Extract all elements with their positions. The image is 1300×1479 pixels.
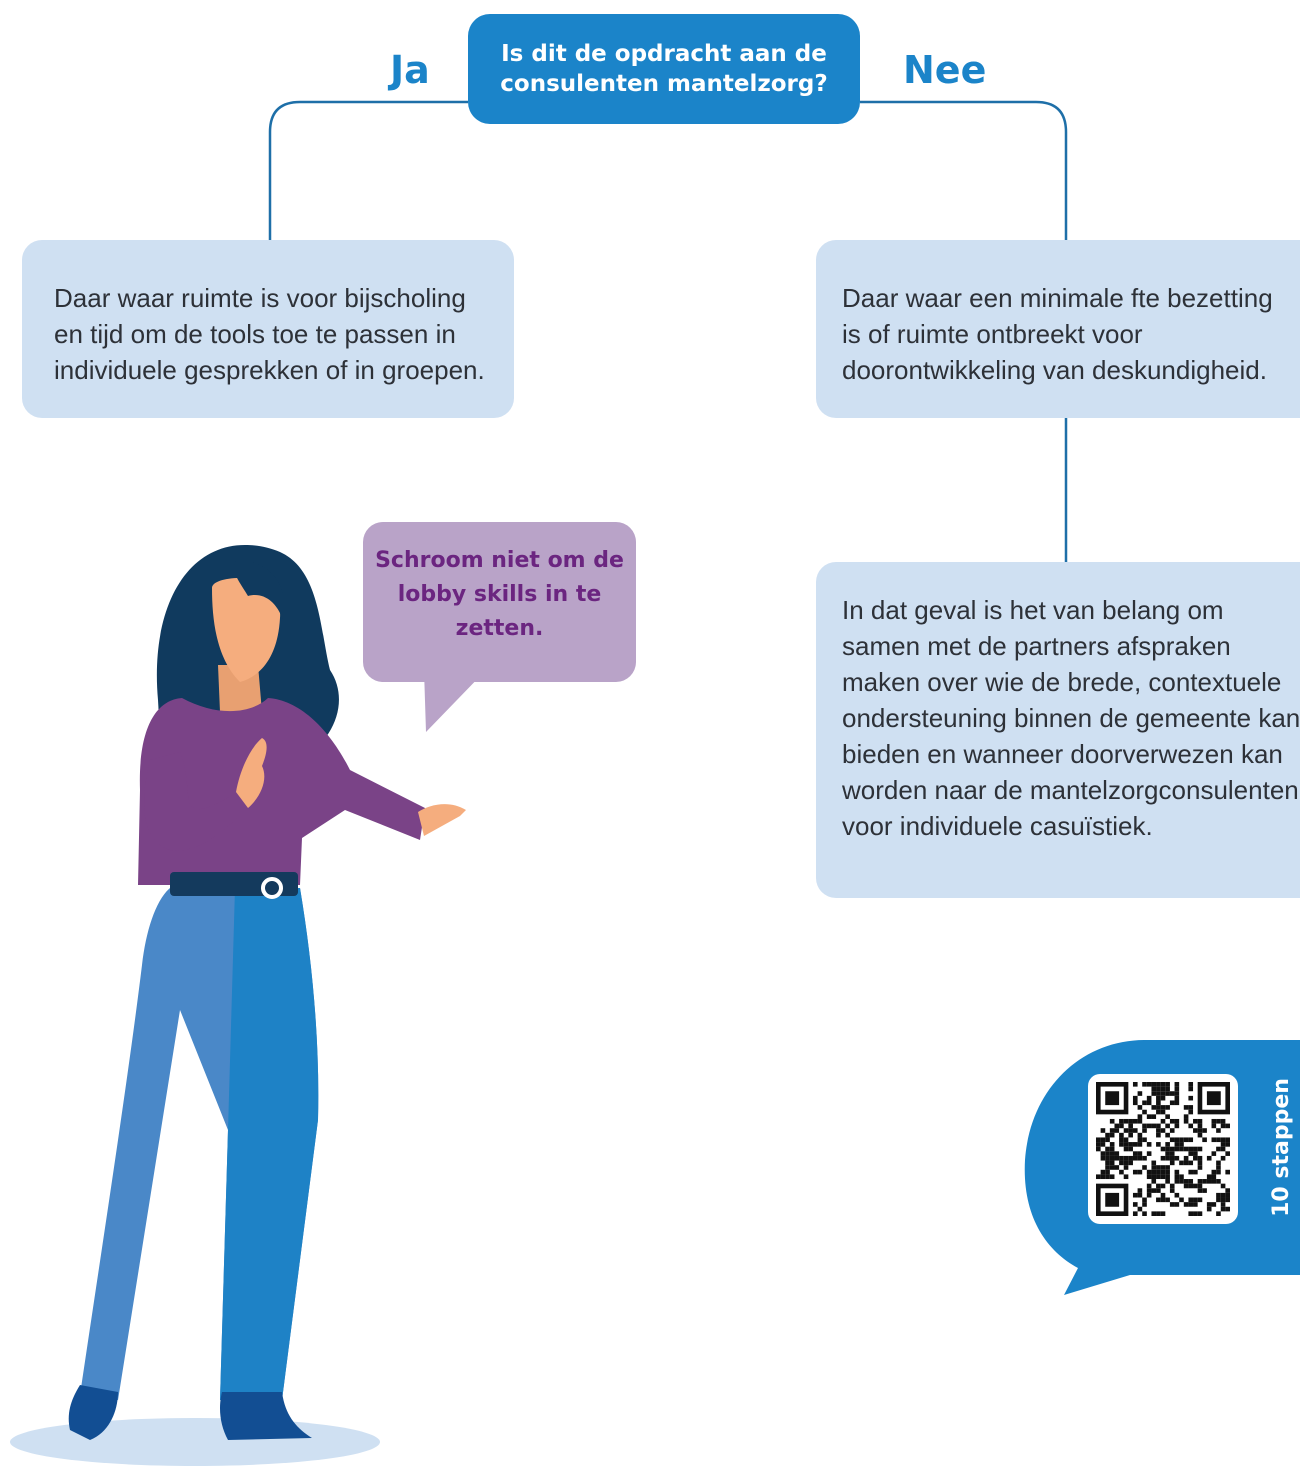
qr-code[interactable] [1096,1082,1230,1216]
right-hand [418,804,466,836]
yes-outcome-box: Daar waar ruimte is voor bijscholing en … [22,240,514,418]
left-hand [236,738,267,808]
speech-bubble-tail [424,670,486,732]
no-outcome-box: Daar waar een minimale fte bezetting is … [816,240,1300,418]
qr-code-card[interactable] [1088,1074,1238,1224]
woman-illustration [10,545,466,1466]
connector-question-to-ja [268,100,468,240]
qr-label: 10 stappen [1268,1078,1294,1217]
branch-label-no: Nee [903,48,987,92]
connector-question-to-nee [860,100,1068,240]
decision-question: Is dit de opdracht aan de consulenten ma… [468,14,860,124]
ground-shadow [10,1418,380,1466]
branch-label-yes: Ja [390,48,430,92]
belt-buckle [261,877,283,899]
result-box: In dat geval is het van belang om samen … [816,562,1300,898]
right-shoe [220,1392,312,1440]
speech-bubble: Schroom niet om de lobby skills in te ze… [363,522,636,682]
left-shoe [68,1385,118,1440]
qr-label-tab: 10 stappen [1262,1040,1300,1255]
face [212,578,281,682]
belt [170,872,298,896]
